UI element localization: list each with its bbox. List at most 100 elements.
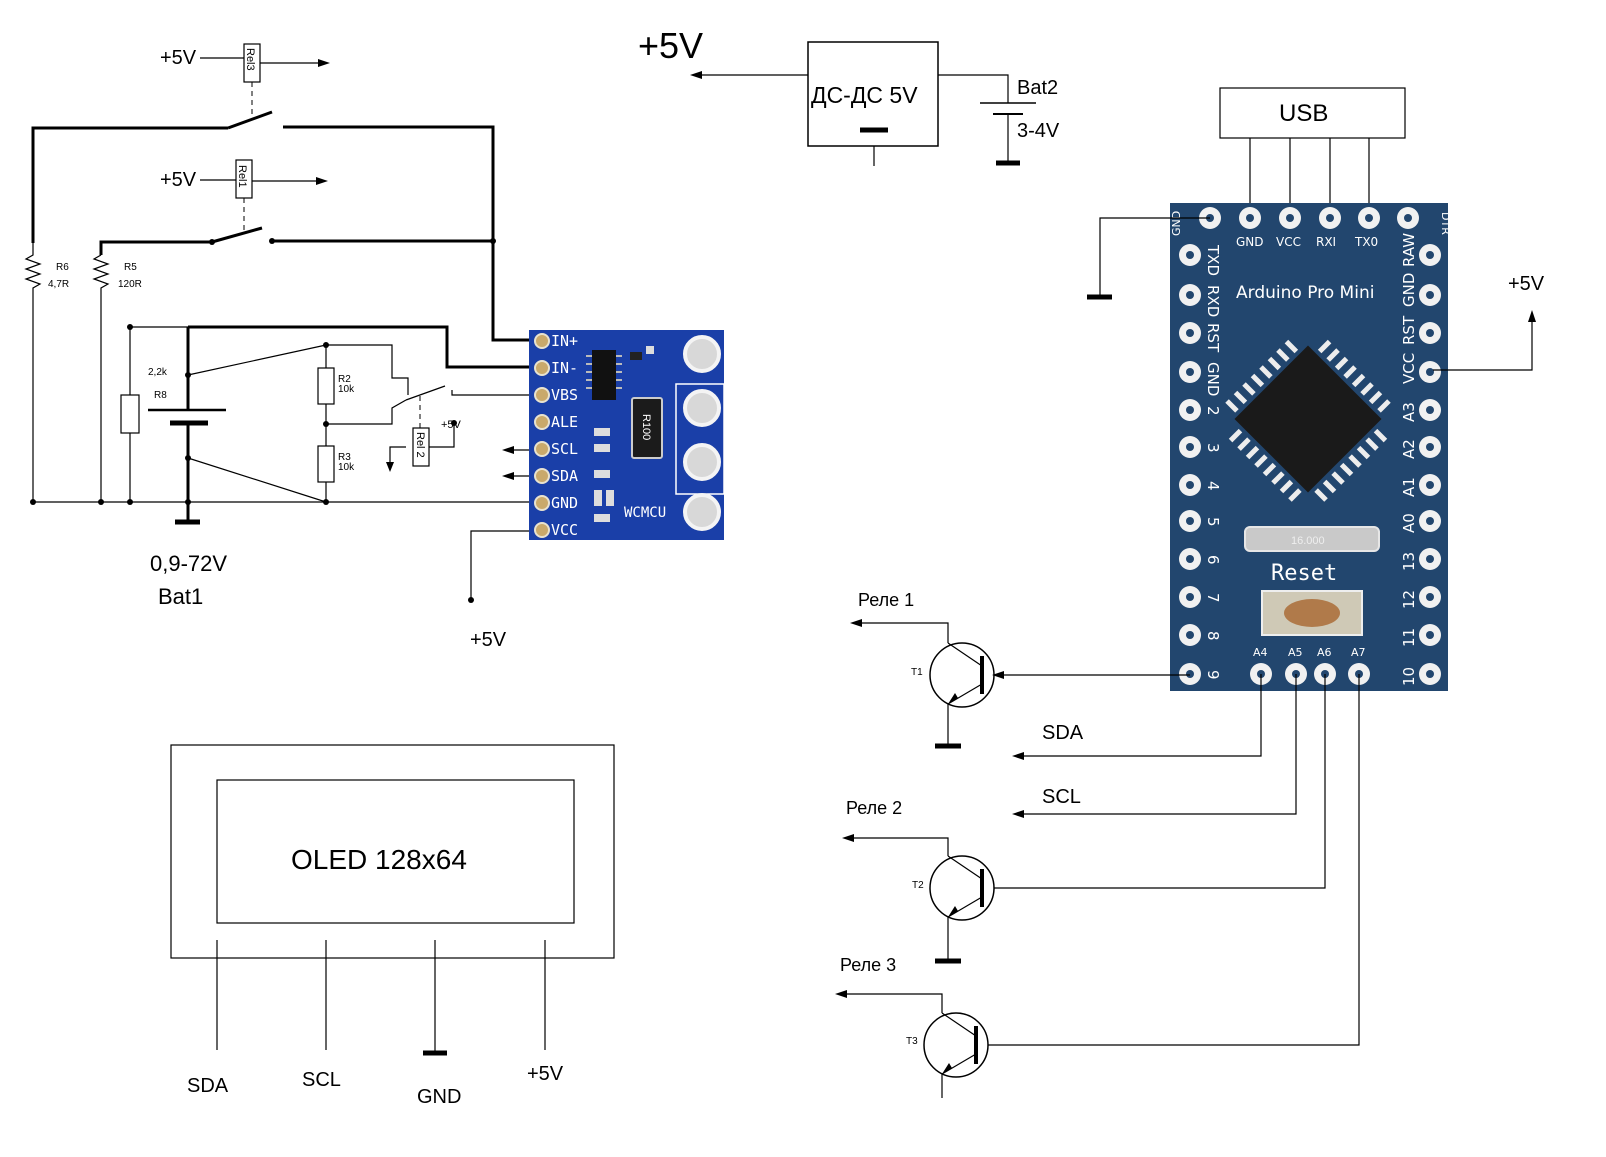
relay1-group: +5V Rel1	[160, 159, 328, 234]
arduino-pin-label: A5	[1288, 646, 1303, 659]
arduino-pin-label: RAW	[1400, 233, 1418, 267]
arduino-reset-label: Reset	[1271, 561, 1337, 586]
ina-pin-label: IN-	[551, 359, 578, 377]
arduino-pin-label: 9	[1204, 670, 1222, 680]
arduino-pin-label: 10	[1400, 667, 1418, 686]
ina-pin-label: IN+	[551, 332, 578, 350]
r8-label: R8	[154, 390, 167, 401]
arduino-pin-label: GND	[1400, 273, 1418, 307]
arduino-pin-label: GND	[1170, 211, 1183, 236]
arduino-pin-label: A0	[1400, 513, 1418, 533]
oled-sda-label: SDA	[187, 1075, 229, 1097]
bat2-voltage: 3-4V	[1017, 120, 1060, 142]
arduino-pin-label: TXD	[1204, 244, 1222, 276]
rel3-supply-label: +5V	[160, 47, 197, 69]
arduino-pin-label: 5	[1204, 517, 1222, 527]
transistor-t3: T3 Реле 3	[835, 955, 989, 1098]
arduino-pin-label: 3	[1204, 443, 1222, 453]
arduino-pin-label: RST	[1400, 315, 1418, 345]
ina-pin-in	[534, 333, 550, 349]
ard-scl-label: SCL	[1042, 786, 1081, 808]
ina-pin-vcc	[534, 522, 550, 538]
ina-pin-sda	[534, 468, 550, 484]
arduino-pin-label: GND	[1236, 235, 1264, 249]
relay3-group: +5V Rel3	[160, 43, 330, 118]
arduino-pin-label: 6	[1204, 555, 1222, 565]
arduino-crystal	[1244, 526, 1380, 552]
ina-pin-vbs	[534, 387, 550, 403]
arduino-pin-label: A4	[1253, 646, 1268, 659]
r2-label: R2	[338, 374, 351, 385]
bat1-label: Bat1	[158, 584, 203, 609]
rel2-label: Rel 2	[414, 432, 426, 458]
dcdc-output-label: +5V	[638, 25, 703, 66]
ina-shunt	[631, 397, 663, 459]
oled-vcc-label: +5V	[527, 1063, 564, 1085]
arduino-vcc-supply-label: +5V	[1508, 273, 1545, 295]
rel3-switch	[227, 110, 273, 130]
arduino-pin-label: 2	[1204, 406, 1222, 416]
oled-scl-label: SCL	[302, 1069, 341, 1091]
ina-pin-label: VBS	[551, 386, 578, 404]
rel1-label: Rel1	[236, 165, 248, 188]
arduino-pin-label: 7	[1204, 593, 1222, 603]
arduino-pin-label: VCC	[1276, 235, 1301, 249]
arduino-pin-label: DTR	[1439, 212, 1452, 235]
oled-screen	[216, 779, 575, 924]
usb-label: USB	[1279, 100, 1328, 127]
ina-vcc-supply-label: +5V	[470, 629, 507, 651]
r6-value: 4,7R	[48, 279, 69, 290]
arduino-pin-label: A2	[1400, 439, 1418, 459]
arduino-pin-label: RST	[1204, 323, 1222, 353]
arduino-pin-label: GND	[1204, 362, 1222, 396]
transistor-t2: T2 Реле 2	[842, 798, 995, 964]
arduino-title: Arduino Pro Mini	[1236, 283, 1374, 303]
ina-pin-ale	[534, 414, 550, 430]
dcdc-label: ДС-ДС 5V	[811, 82, 918, 108]
ina-pin-label: SCL	[551, 440, 578, 458]
rele2-label: Реле 2	[846, 798, 902, 818]
ina-pin-label: SDA	[551, 467, 578, 485]
ina-pin-in	[534, 360, 550, 376]
usb-connector	[1219, 87, 1406, 139]
arduino-pin-label: RXD	[1204, 285, 1222, 317]
r2-resistor	[317, 367, 335, 405]
arduino-reset-cap	[1284, 599, 1340, 627]
arduino-pin-label: 4	[1204, 481, 1222, 491]
arduino-pin-label: A6	[1317, 646, 1332, 659]
r8-value: 2,2k	[148, 367, 168, 378]
t3-label: T3	[906, 1036, 918, 1047]
oled-label: OLED 128x64	[291, 844, 467, 875]
r3-resistor	[317, 445, 335, 483]
ina-pin-label: GND	[551, 494, 578, 512]
r5-resistor	[92, 254, 110, 502]
r3-value: 10k	[338, 462, 355, 473]
arduino-pin-label: 8	[1204, 631, 1222, 641]
oled-gnd-label: GND	[417, 1086, 461, 1108]
rel2-supply-label: +5V	[441, 419, 462, 431]
arduino-mcu	[1225, 339, 1391, 502]
ina-chip	[592, 350, 616, 400]
bat2-label: Bat2	[1017, 77, 1058, 99]
r8-resistor	[120, 394, 140, 434]
rel1-switch	[211, 226, 263, 244]
arduino-pin-label: A1	[1400, 477, 1418, 497]
r5-label: R5	[124, 262, 137, 273]
rele1-label: Реле 1	[858, 590, 914, 610]
ina-pin-label: ALE	[551, 413, 578, 431]
arduino-pin-label: 11	[1400, 628, 1418, 647]
ina-pin-gnd	[534, 495, 550, 511]
rele3-label: Реле 3	[840, 955, 896, 975]
r6-resistor	[24, 243, 42, 502]
dcdc-group: +5V ДС-ДС 5V Bat2 3-4V	[638, 25, 1060, 166]
arduino-pin-label: 13	[1400, 552, 1418, 571]
r6-label: R6	[56, 262, 69, 273]
ina-shunt-label: R100	[640, 414, 652, 440]
ina-pin-label: VCC	[551, 521, 578, 539]
ard-sda-label: SDA	[1042, 722, 1084, 744]
rel3-label: Rel3	[244, 48, 256, 71]
arduino-crystal-label: 16.000	[1291, 535, 1325, 547]
arduino-pin-label: TX0	[1354, 235, 1378, 249]
